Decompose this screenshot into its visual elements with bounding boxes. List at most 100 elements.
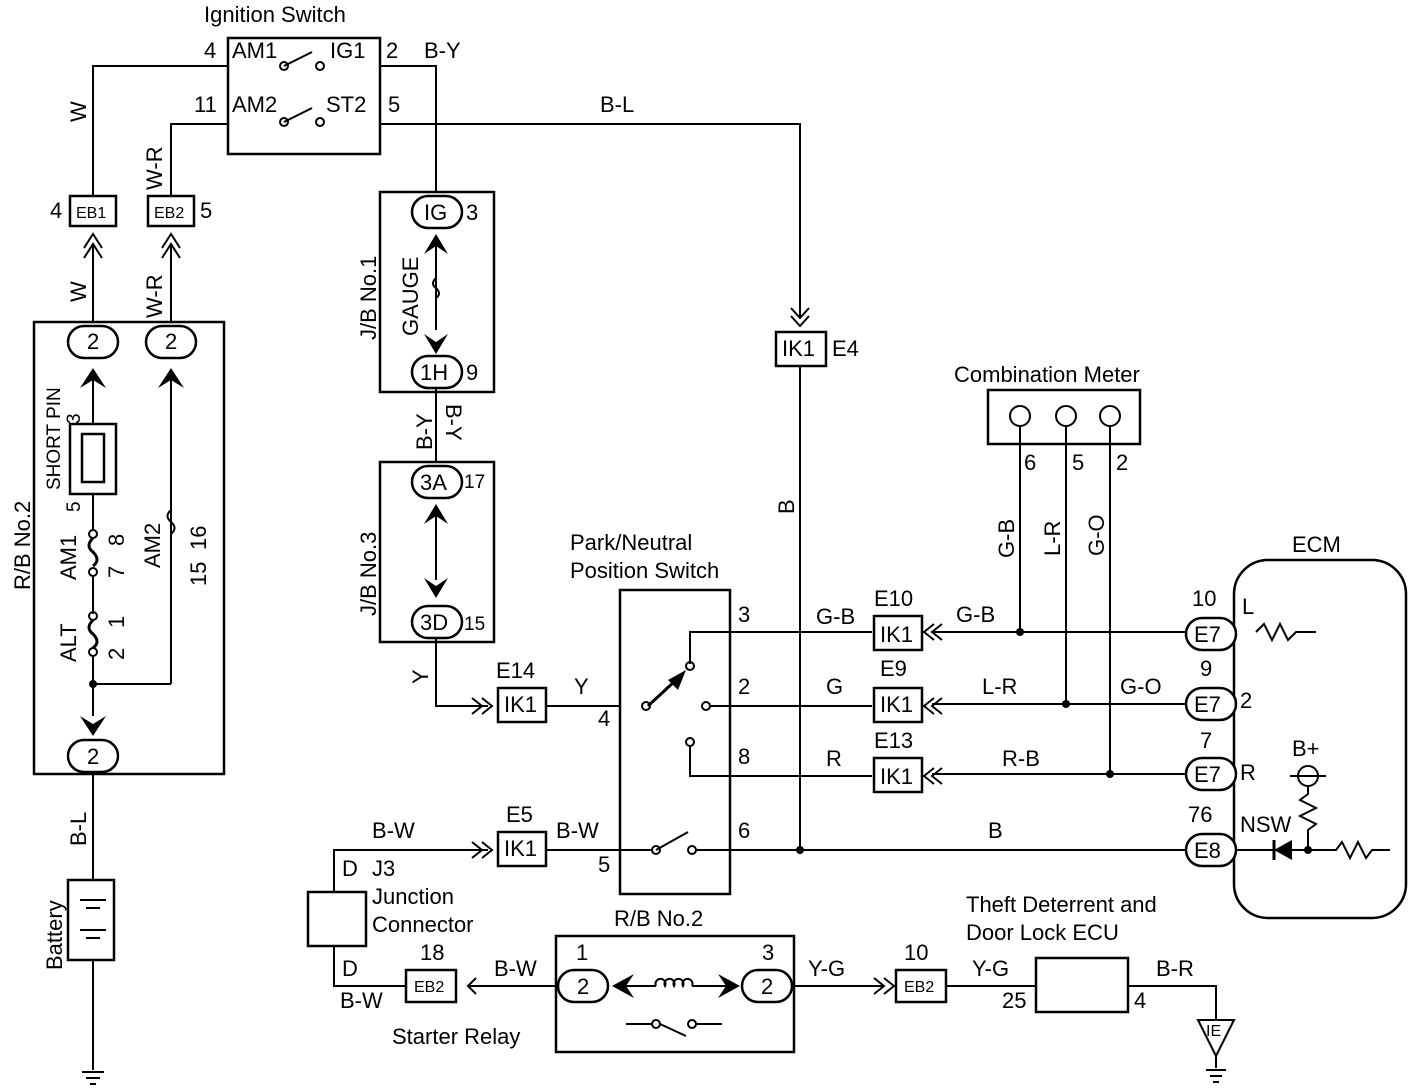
pnp-pin: 8 — [738, 744, 750, 769]
theft-ecu-line2: Door Lock ECU — [966, 920, 1119, 945]
connector-pin: E4 — [832, 336, 859, 361]
battery-title: Battery — [42, 900, 67, 970]
jb1-pin: 3 — [466, 200, 478, 225]
battery-body — [66, 878, 116, 962]
rb-pin: 1 — [576, 940, 588, 965]
jb-no1-title: J/B No.1 — [356, 256, 381, 340]
meter-pin: 6 — [1024, 450, 1036, 475]
jc-line1: Junction — [372, 884, 454, 909]
chevron-icon — [922, 767, 935, 785]
ecm-conn-label: E7 — [1194, 762, 1221, 787]
ig-contact — [315, 117, 325, 127]
jc-j3: J3 — [372, 856, 395, 881]
pnp-contact — [685, 661, 695, 671]
ecm: ECM 10 E7 L 9 E7 2 7 E7 R 76 E8 NSW B+ — [1184, 532, 1408, 920]
jb-no3: J/B No.3 3A 17 3D 15 — [356, 460, 496, 644]
jb1-conn-ig — [410, 194, 464, 230]
rb-no2-bottom: R/B No.2 1 3 2 2 — [554, 906, 796, 1054]
ecm-pin: 7 — [1200, 728, 1212, 753]
connector-pin: 5 — [200, 198, 212, 223]
am2-pin: 16 — [186, 526, 211, 550]
jc-d-top: D — [342, 856, 358, 881]
jb1-conn-label: IG — [424, 200, 447, 225]
terminal-arrow-icon — [424, 578, 448, 598]
pnp-nsw-blade — [655, 831, 689, 851]
ecm-pin: 76 — [1188, 802, 1212, 827]
connector-eb2-10: 10 EB2 — [894, 940, 948, 1004]
ig-label-am2: AM2 — [232, 92, 277, 117]
connector-name: IK1 — [504, 836, 537, 861]
relay-conn-label: 2 — [761, 974, 773, 999]
wire-label-b: B — [988, 818, 1003, 843]
rb-no2-title: R/B No.2 — [10, 501, 35, 590]
connector-box — [872, 686, 924, 724]
wire-label-yg: Y-G — [972, 956, 1009, 981]
wire-label-by: B-Y — [412, 413, 437, 450]
theft-ecu-pin: 4 — [1134, 988, 1146, 1013]
ecm-term: 2 — [1240, 688, 1252, 713]
rb-pin: 3 — [762, 940, 774, 965]
theft-ecu-line1: Theft Deterrent and — [966, 892, 1157, 917]
connector-pin: E5 — [506, 802, 533, 827]
short-pin-label: SHORT PIN — [44, 387, 65, 490]
relay-switch-blade — [659, 1023, 687, 1037]
short-pin-element — [80, 432, 106, 484]
wire-label-by: B-Y — [424, 38, 461, 63]
wire-bl-st2 — [380, 123, 801, 318]
jb3-conn-label: 3A — [420, 470, 447, 495]
ecm-conn-label: E8 — [1194, 838, 1221, 863]
meter-pin: 5 — [1072, 450, 1084, 475]
connector-name: EB2 — [414, 979, 444, 996]
ig-switch-blade — [283, 107, 313, 123]
terminal-arrow-icon — [158, 368, 184, 388]
connector-name: EB1 — [76, 205, 106, 222]
wire-wr-am2 — [170, 123, 228, 196]
connector-name: IK1 — [880, 622, 913, 647]
ground-point-ie: IE — [1196, 1019, 1236, 1083]
connector-ik1-e14: E14 IK1 — [496, 658, 548, 724]
wire-label-gb: G-B — [816, 604, 855, 629]
jb-no1: J/B No.1 IG 3 GAUGE 1H 9 — [356, 190, 496, 394]
ecm-term: NSW — [1240, 812, 1292, 837]
ecm-pin: 10 — [1192, 586, 1216, 611]
relay-conn-label: 2 — [577, 974, 589, 999]
ground-icon — [82, 1071, 104, 1085]
pnp-pin: 5 — [598, 852, 610, 877]
wire-label-lr: L-R — [1040, 521, 1065, 556]
rb-conn-top-right — [144, 324, 198, 360]
ig-pin-ig1: 2 — [386, 38, 398, 63]
wire-label-bw: B-W — [340, 988, 383, 1013]
jb3-conn-3a — [410, 464, 464, 500]
wire-label-w: W — [66, 101, 91, 122]
wire-label-y: Y — [408, 669, 433, 684]
ecm-title: ECM — [1292, 532, 1341, 557]
connector-box — [872, 756, 924, 794]
fuse-gauge-icon — [432, 277, 440, 299]
wire-label-bl: B-L — [600, 92, 634, 117]
ig-contact — [279, 61, 289, 71]
connector-eb2-top: EB2 5 — [146, 194, 212, 228]
am1-pin: 8 — [104, 534, 129, 546]
pnp-selector-arrow-icon — [668, 670, 686, 690]
ecm-body — [1232, 558, 1408, 920]
ground-triangle-icon — [1196, 1019, 1236, 1059]
am1-fuse-label: AM1 — [56, 535, 81, 580]
connector-box — [404, 968, 458, 1004]
theft-ecu-body — [1034, 956, 1130, 1014]
ground-label: IE — [1206, 1023, 1221, 1040]
junction-connector: D J3 Junction Connector D — [306, 856, 474, 981]
wire-label-go: G-O — [1120, 674, 1162, 699]
connector-name: IK1 — [880, 764, 913, 789]
wire-label-by: B-Y — [441, 404, 466, 441]
junction-connector-body — [306, 890, 368, 948]
junction-dot — [796, 846, 804, 854]
am1-pin: 7 — [104, 566, 129, 578]
jb3-pin: 17 — [464, 472, 485, 493]
connector-name: IK1 — [880, 692, 913, 717]
chevron-icon — [790, 307, 810, 320]
chevron-icon — [471, 697, 484, 715]
chevron-icon — [471, 841, 484, 859]
ig-label-ig1: IG1 — [330, 38, 365, 63]
connector-pin: E14 — [496, 658, 535, 683]
